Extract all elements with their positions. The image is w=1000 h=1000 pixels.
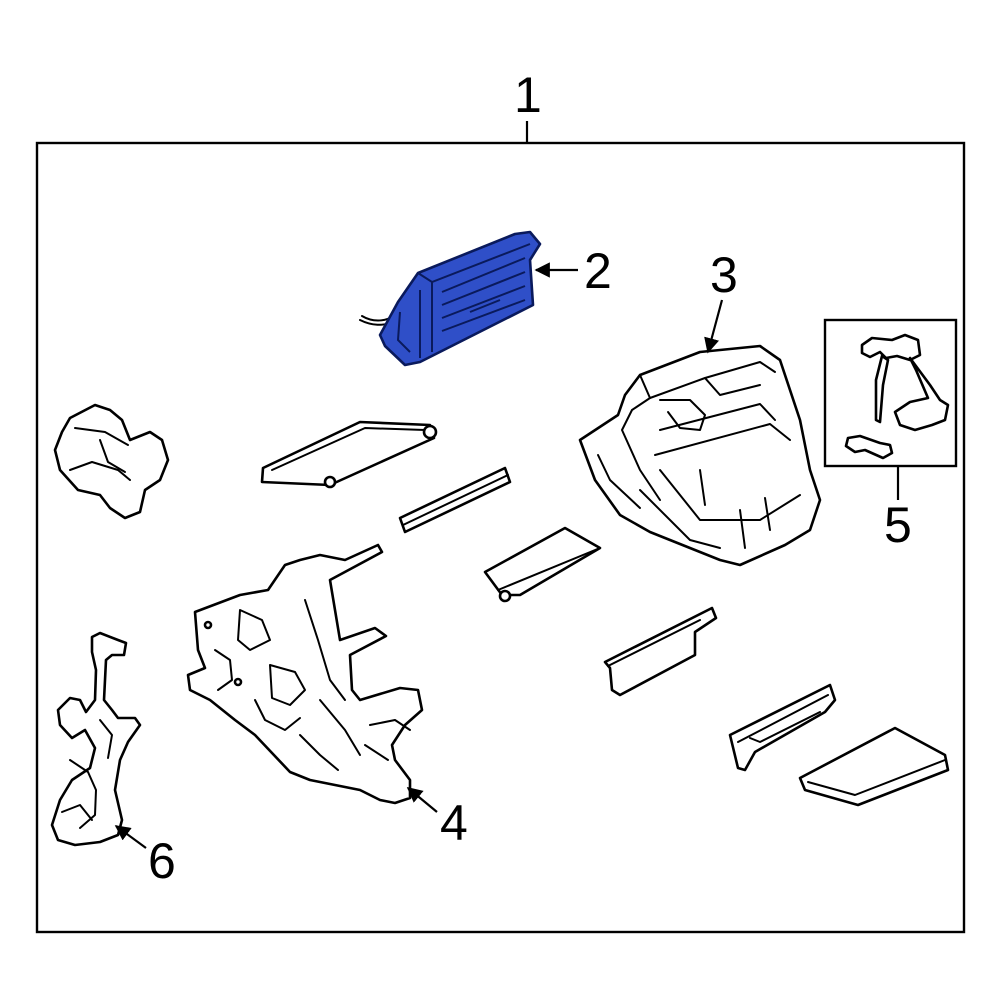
door-3-part[interactable] bbox=[483, 526, 602, 603]
callout-3: 3 bbox=[710, 247, 738, 303]
assembly-frame bbox=[35, 141, 966, 934]
callout-3-leader bbox=[704, 299, 724, 354]
door-2-part[interactable] bbox=[398, 466, 512, 534]
callout-2: 2 bbox=[584, 243, 612, 299]
linkage-part[interactable] bbox=[844, 333, 950, 460]
part-5-box bbox=[823, 318, 958, 468]
heater-core-part[interactable] bbox=[359, 230, 542, 367]
actuator-bracket-part[interactable] bbox=[50, 631, 142, 847]
lower-case-part[interactable] bbox=[186, 543, 424, 805]
callout-6: 6 bbox=[148, 833, 176, 889]
callout-6-leader bbox=[114, 825, 147, 849]
callout-5: 5 bbox=[884, 497, 912, 553]
door-5-part[interactable] bbox=[728, 683, 837, 772]
door-1-part[interactable] bbox=[260, 420, 438, 489]
upper-case-part[interactable] bbox=[578, 344, 822, 567]
door-4-part[interactable] bbox=[603, 606, 718, 697]
door-6-part[interactable] bbox=[798, 726, 950, 807]
callout-4-leader bbox=[406, 787, 438, 813]
callout-4: 4 bbox=[440, 795, 468, 851]
callout-1: 1 bbox=[514, 67, 542, 123]
blower-motor-part[interactable] bbox=[53, 403, 170, 520]
